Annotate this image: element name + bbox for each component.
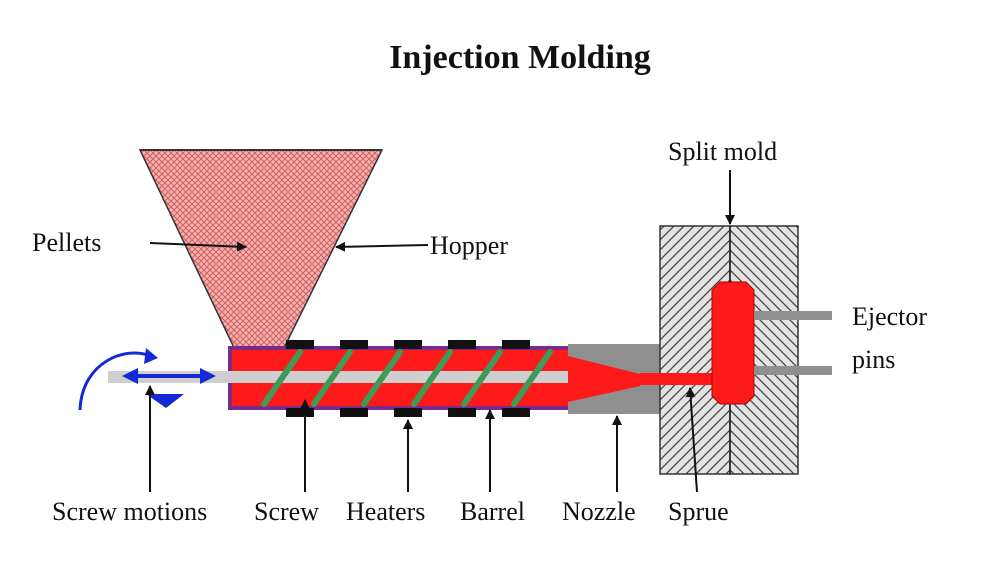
label-ejector: Ejector [852, 302, 927, 331]
label-split-mold: Split mold [668, 137, 777, 166]
screw-motions-icon [78, 348, 216, 411]
screw [108, 349, 568, 407]
label-arrows [145, 170, 735, 493]
label-pins: pins [852, 345, 895, 374]
label-hopper: Hopper [430, 231, 508, 260]
label-sprue: Sprue [668, 497, 729, 526]
diagram-title: Injection Molding [389, 39, 651, 76]
label-pellets: Pellets [32, 228, 101, 257]
hopper [138, 149, 384, 353]
label-barrel: Barrel [460, 497, 525, 526]
mold-cavity [640, 281, 755, 405]
heaters [286, 340, 530, 417]
nozzle [568, 344, 660, 414]
label-heaters: Heaters [346, 497, 425, 526]
label-screw-motions: Screw motions [52, 497, 207, 526]
label-screw: Screw [254, 497, 319, 526]
label-nozzle: Nozzle [562, 497, 636, 526]
ejector-pins [754, 311, 832, 375]
